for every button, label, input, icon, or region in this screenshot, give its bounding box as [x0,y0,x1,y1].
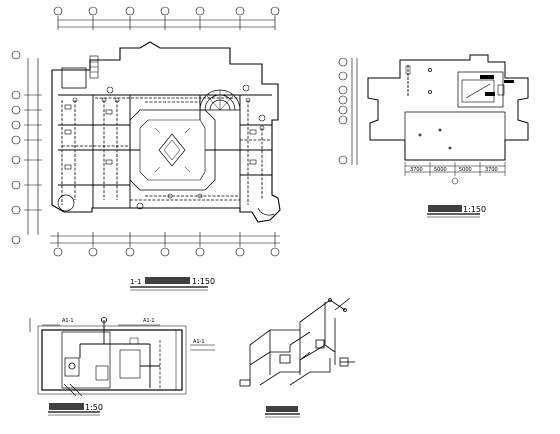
main-plan-caption-prefix: 1-1 [130,278,141,286]
pump-room-plan [29,317,215,416]
pump-section-mark-1: A1-1 [62,318,74,324]
roof-outline [367,54,529,161]
main-plan-caption-scale: 1:150 [192,277,215,286]
roof-grid-bubbles [338,57,348,165]
pump-plan-caption-scale: 1:50 [85,403,103,412]
grid-bubbles-bottom [53,247,280,257]
plumbing-runs [61,97,272,205]
isometric-caption-script [266,406,298,412]
roof-plan [338,54,529,218]
curved-stair [199,89,241,111]
section-markers [106,84,266,210]
grid-bubbles-top [53,6,280,16]
roof-dim-1: 3700 [410,167,423,173]
pump-section-mark-2: A1-1 [143,318,155,324]
top-dimension-line [57,16,276,30]
roof-plan-caption-script [428,205,462,212]
main-floor-plan [11,6,281,291]
pipe-isometric [239,297,355,418]
bottom-dimension-line [50,232,280,247]
central-courtyard [129,109,216,191]
roof-dim-3: 5000 [459,167,472,173]
pump-plan-caption-script [49,403,84,410]
pump-section-mark-3: A1-1 [193,339,205,345]
roof-dim-4: 3700 [485,167,498,173]
grid-bubbles-left [11,50,21,245]
roof-plan-caption-scale: 1:150 [463,205,486,214]
building-outline [51,41,281,223]
fixtures [64,97,265,199]
left-dimension-line [24,58,42,235]
main-plan-caption-script [145,277,190,284]
roof-dim-2: 5000 [434,167,447,173]
